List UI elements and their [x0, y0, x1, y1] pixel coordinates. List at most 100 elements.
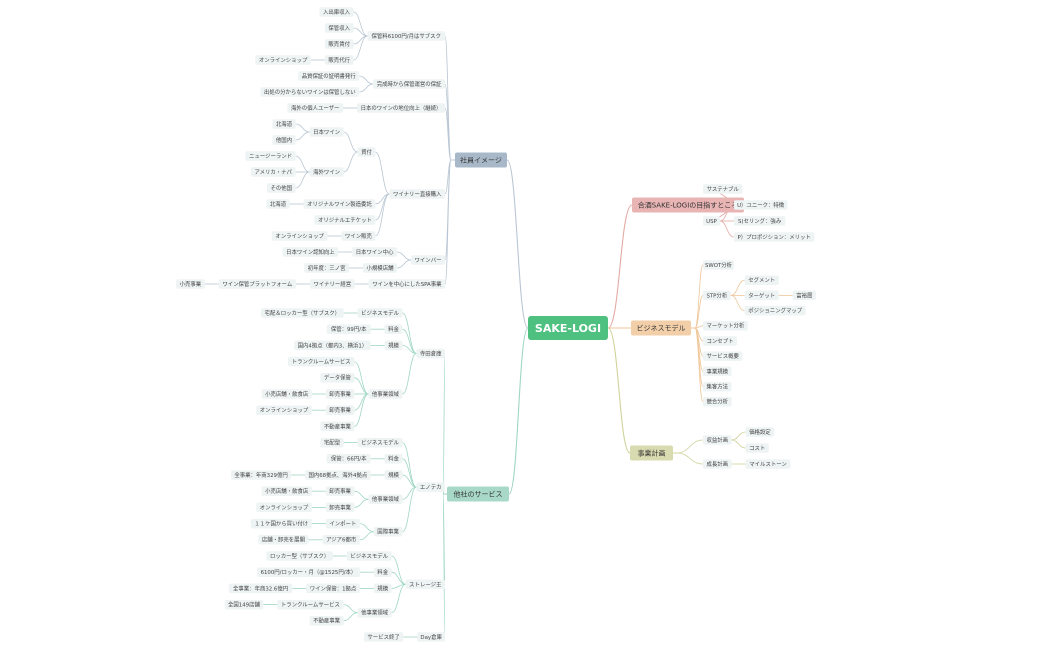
mindmap-node[interactable]: 完成時から保管運営の保証 — [373, 79, 445, 89]
branch-node-model[interactable]: ビジネスモデル — [631, 320, 691, 336]
mindmap-node[interactable]: 宅配＆ロッカー型（サブスク） — [261, 308, 344, 318]
branch-node-plan[interactable]: 事業計画 — [630, 445, 673, 461]
mindmap-node[interactable]: 日本ワイン認知向上 — [282, 247, 339, 257]
mindmap-node[interactable]: 料金 — [373, 567, 392, 577]
mindmap-node[interactable]: ワイン保管：1拠点 — [306, 583, 360, 594]
mindmap-node[interactable]: オンラインショップ — [271, 231, 328, 241]
mindmap-node[interactable]: 成長計画 — [703, 459, 732, 469]
mindmap-node[interactable]: 6100円/ロッカー・月（@1525円/本） — [257, 567, 360, 577]
mindmap-node[interactable]: セグメント — [744, 275, 779, 285]
mindmap-node[interactable]: マーケット分析 — [703, 321, 748, 331]
mindmap-node[interactable]: オンラインショップ — [256, 502, 312, 513]
mindmap-node[interactable]: 収益計画 — [703, 435, 732, 445]
mindmap-node[interactable]: ワイナリー直接購入 — [389, 189, 445, 199]
mindmap-node[interactable]: 日本ワイン — [309, 127, 344, 137]
mindmap-node[interactable]: 北海道 — [266, 199, 290, 209]
mindmap-node[interactable]: 保管：99円/本 — [326, 324, 371, 334]
mindmap-node[interactable]: ワイン保管プラットフォーム — [218, 279, 296, 289]
mindmap-node[interactable]: 海外の個人ユーザー — [287, 103, 343, 113]
mindmap-node[interactable]: 国際事業 — [373, 526, 403, 537]
mindmap-node[interactable]: ストレージ王 — [405, 579, 445, 590]
mindmap-node[interactable]: 不動産事業 — [309, 616, 344, 626]
mindmap-node[interactable]: ワインバー — [411, 255, 445, 265]
mindmap-node[interactable]: 販売賃付 — [324, 39, 354, 49]
mindmap-node[interactable]: 北海道 — [272, 119, 296, 129]
mindmap-node[interactable]: 料金 — [384, 324, 403, 334]
mindmap-node[interactable]: 他事業領域 — [357, 607, 392, 618]
mindmap-node[interactable]: 日本ワイン中心 — [352, 247, 397, 257]
mindmap-node[interactable]: 小売店舗・飲食店 — [261, 486, 312, 496]
mindmap-node[interactable]: 他国内 — [272, 135, 296, 145]
mindmap-node[interactable]: 他事業領域 — [368, 494, 403, 505]
mindmap-node[interactable]: マイルストーン — [745, 459, 791, 469]
mindmap-node[interactable]: 海外ワイン — [309, 167, 344, 177]
mindmap-node[interactable]: 販売代行 — [324, 55, 354, 65]
root-node[interactable]: SAKE-LOGI — [528, 316, 608, 340]
mindmap-node[interactable]: 卸売事業 — [325, 405, 355, 415]
mindmap-node[interactable]: 集客方法 — [703, 381, 732, 392]
mindmap-node[interactable]: 品質保証の証明書発行 — [298, 71, 360, 81]
mindmap-node[interactable]: コスト — [745, 443, 769, 453]
branch-node-image[interactable]: 社員イメージ — [455, 152, 507, 168]
mindmap-node[interactable]: エノテカ — [416, 482, 445, 492]
mindmap-node[interactable]: ビジネスモデル — [357, 437, 403, 448]
mindmap-node[interactable]: Day倉庫 — [417, 632, 445, 642]
mindmap-node[interactable]: アメリカ・ナパ — [250, 167, 296, 177]
mindmap-node[interactable]: オリジナルワイン製造委託 — [303, 199, 376, 209]
mindmap-node[interactable]: 宅配型 — [320, 437, 344, 448]
mindmap-node[interactable]: 日本のワインの地位向上（継続） — [357, 103, 445, 113]
mindmap-node[interactable]: 入出庫収入 — [319, 7, 354, 17]
mindmap-node[interactable]: コンセプト — [703, 336, 737, 346]
mindmap-node[interactable]: 店舗・卸売を展開 — [258, 535, 309, 545]
mindmap-node[interactable]: 出処の分からないワインは保管しない — [260, 87, 360, 97]
mindmap-node[interactable]: P）プロポジション：メリット — [733, 232, 815, 242]
mindmap-node[interactable]: 国内68拠点、海外4拠点 — [305, 470, 371, 480]
mindmap-node[interactable]: 規模 — [373, 583, 392, 594]
mindmap-node[interactable]: U）ユニーク：特徴 — [733, 200, 788, 210]
branch-node-service[interactable]: 他社のサービス — [447, 486, 509, 502]
mindmap-node[interactable]: 小規模店舗 — [363, 263, 397, 273]
mindmap-node[interactable]: 全国149店舗 — [224, 599, 264, 610]
mindmap-node[interactable]: 他事業領域 — [368, 389, 403, 399]
mindmap-node[interactable]: １１ケ国から買い付け — [250, 518, 312, 529]
mindmap-node[interactable]: オリジナルエチケット — [314, 215, 376, 225]
mindmap-node[interactable]: アジア6都市 — [322, 535, 360, 545]
branch-node-goal[interactable]: 合酒SAKE-LOGIの目指すところ — [632, 197, 744, 213]
mindmap-node[interactable]: データ保管 — [320, 373, 355, 383]
mindmap-node[interactable]: 競合分析 — [703, 397, 732, 407]
mindmap-node[interactable]: トランクルームサービス — [277, 599, 344, 610]
mindmap-node[interactable]: ポジショニングマップ — [744, 305, 806, 316]
mindmap-node[interactable]: インポート — [325, 518, 360, 529]
mindmap-node[interactable]: オンラインショップ — [256, 405, 312, 415]
mindmap-node[interactable]: ロッカー型（サブスク） — [266, 551, 333, 561]
mindmap-node[interactable]: 卸売事業 — [325, 486, 355, 496]
mindmap-node[interactable]: ワインを中心にしたSPA事業 — [368, 279, 445, 289]
mindmap-node[interactable]: 保管料6100円/月はサブスク — [367, 31, 446, 41]
mindmap-node[interactable]: ビジネスモデル — [346, 551, 392, 561]
mindmap-node[interactable]: 小売店舗・飲食店 — [261, 389, 312, 399]
mindmap-node[interactable]: 価格設定 — [745, 427, 775, 437]
mindmap-node[interactable]: その他国 — [267, 183, 296, 193]
mindmap-node[interactable]: 規模 — [384, 470, 403, 480]
mindmap-node[interactable]: ビジネスモデル — [357, 308, 403, 318]
mindmap-node[interactable]: サービス概要 — [703, 351, 743, 361]
mindmap-node[interactable]: 不動産事業 — [320, 421, 355, 432]
mindmap-node[interactable]: S)セリング：強み — [733, 216, 786, 226]
mindmap-node[interactable]: 初年度：三ノ宮 — [304, 263, 349, 273]
mindmap-node[interactable]: ターゲット — [744, 290, 779, 301]
mindmap-node[interactable]: SWOT分析 — [703, 260, 734, 270]
mindmap-node[interactable]: 富裕層 — [792, 290, 816, 301]
mindmap-node[interactable]: 料金 — [384, 454, 403, 464]
mindmap-node[interactable]: 保管収入 — [324, 23, 354, 33]
mindmap-node[interactable]: USP — [703, 216, 720, 226]
mindmap-node[interactable]: 規模 — [384, 340, 403, 351]
mindmap-node[interactable]: 国内4拠点（都内3、横浜1） — [294, 340, 371, 351]
mindmap-node[interactable]: 全事業：年商32.6億円 — [228, 583, 293, 594]
mindmap-node[interactable]: 卸売事業 — [325, 389, 355, 399]
mindmap-node[interactable]: 卸売事業 — [325, 502, 355, 513]
mindmap-node[interactable]: 小売事業 — [176, 279, 205, 289]
mindmap-node[interactable]: 保管：66円/本 — [326, 454, 371, 464]
mindmap-node[interactable]: トランクルームサービス — [288, 356, 355, 367]
mindmap-node[interactable]: 全事業：年商329億円 — [231, 470, 292, 480]
mindmap-node[interactable]: 貿付 — [357, 147, 376, 157]
